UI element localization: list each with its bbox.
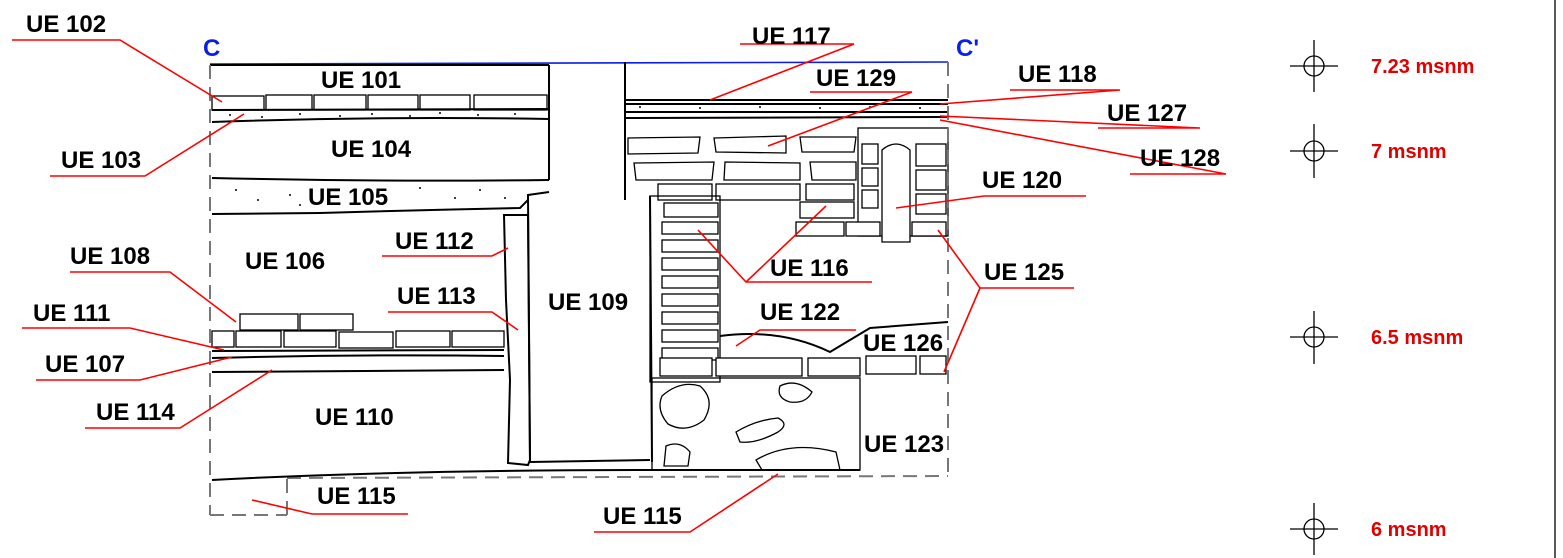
ue105-speckle: [235, 187, 506, 206]
label-ue127: UE 127: [1107, 100, 1187, 127]
ue109-bottom: [529, 459, 651, 463]
ue104-base: [211, 177, 550, 182]
ue105-base: [211, 191, 550, 215]
label-ue128: UE 128: [1140, 145, 1220, 172]
elevation-label-723: 7.23 msnm: [1371, 56, 1474, 78]
ue122-surface: [719, 321, 949, 354]
label-ue108: UE 108: [70, 243, 150, 270]
leader-lines: [12, 39, 1227, 533]
ue117-speckle: [639, 106, 921, 109]
label-ue111: UE 111: [33, 300, 110, 327]
label-ue118: UE 118: [1018, 61, 1097, 88]
label-ue113: UE 113: [397, 283, 476, 310]
label-ue101: UE 101: [321, 67, 401, 94]
label-ue109: UE 109: [548, 289, 628, 316]
label-ue117: UE 117: [752, 23, 831, 50]
ue115-boundary: [211, 469, 651, 481]
label-ue115-left: UE 115: [317, 483, 396, 510]
elevation-marker-65: 6.5 msnm: [1290, 311, 1463, 364]
ue111-layer: [211, 349, 505, 352]
ue103-speckle: [229, 112, 516, 118]
section-line: [209, 61, 949, 65]
elevation-label-6: 6 msnm: [1371, 519, 1447, 541]
label-ue103: UE 103: [61, 147, 141, 174]
label-ue125: UE 125: [984, 259, 1064, 286]
label-ue104: UE 104: [331, 136, 412, 163]
ue129-stones: [627, 135, 857, 181]
elevation-marker-723: 7.23 msnm: [1290, 40, 1474, 92]
label-ue120: UE 120: [982, 167, 1062, 194]
label-ue116: UE 116: [770, 255, 849, 282]
label-ue112: UE 112: [395, 228, 474, 255]
ue120-stones: [795, 143, 947, 243]
section-start-label: C: [203, 35, 220, 62]
elevation-label-7: 7 msnm: [1371, 141, 1447, 163]
label-ue107: UE 107: [45, 351, 125, 378]
bottom-dashed-edge: [286, 475, 949, 479]
label-ue110: UE 110: [315, 404, 394, 431]
ue117-layers: [624, 103, 949, 119]
ue109-left-edge: [527, 194, 531, 463]
ue126-stones: [659, 355, 947, 377]
section-end-label: C': [956, 35, 979, 62]
ue114-layer: [211, 369, 505, 373]
label-ue126: UE 126: [863, 330, 943, 357]
label-ue115-right: UE 115: [603, 503, 682, 530]
elevation-marker-6: 6 msnm: [1290, 503, 1447, 555]
ue108-stones: [211, 313, 505, 349]
elevation-marker-7: 7 msnm: [1290, 124, 1447, 178]
ue107-layer: [211, 354, 505, 359]
ue101-paving: [211, 94, 548, 111]
label-ue114: UE 114: [96, 399, 175, 426]
label-ue123: UE 123: [864, 431, 944, 458]
ue123-stones: [659, 382, 841, 471]
label-ue122: UE 122: [760, 299, 840, 326]
elevation-label-65: 6.5 msnm: [1371, 327, 1463, 349]
label-ue105: UE 105: [308, 184, 388, 211]
ue103-layer: [211, 108, 550, 123]
label-ue102: UE 102: [26, 11, 106, 38]
label-ue129: UE 129: [816, 65, 896, 92]
ue116-lintel: [657, 183, 855, 219]
ue112-cut: [502, 214, 532, 467]
ue116-column: [649, 195, 721, 383]
label-ue106: UE 106: [245, 248, 325, 275]
